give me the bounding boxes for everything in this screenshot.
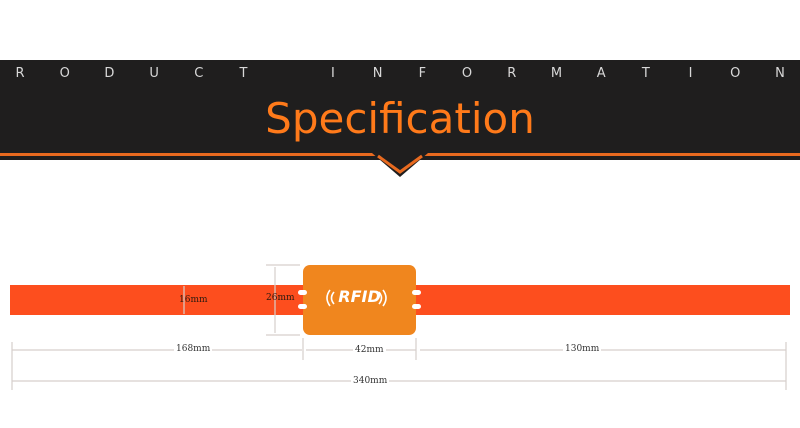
banner-letter: O bbox=[730, 66, 741, 81]
banner-letter: R bbox=[507, 66, 517, 81]
rfid-chip-housing bbox=[303, 265, 416, 335]
banner-letter: T bbox=[239, 66, 248, 81]
dimension-lines bbox=[11, 264, 787, 390]
banner-letter: D bbox=[104, 66, 115, 81]
banner-letter: F bbox=[418, 66, 427, 81]
banner-letter: M bbox=[550, 66, 563, 81]
banner-letter: R bbox=[15, 66, 25, 81]
page-title: Specification bbox=[265, 94, 535, 143]
banner-letter: I bbox=[688, 66, 693, 81]
chip-slot bbox=[298, 304, 307, 309]
banner-letter: N bbox=[775, 66, 785, 81]
chip-slot bbox=[412, 304, 421, 309]
chip-slot bbox=[412, 290, 421, 295]
banner-letter: A bbox=[596, 66, 606, 81]
banner-letter-row: R O D U C T I N F O R M A T I O N bbox=[0, 66, 800, 84]
total-length-label: 340mm bbox=[351, 376, 390, 387]
banner-letter: O bbox=[59, 66, 70, 81]
banner-letter: T bbox=[641, 66, 650, 81]
strap-width-label: 16mm bbox=[179, 295, 208, 305]
banner-letter: N bbox=[372, 66, 383, 81]
banner-notch bbox=[372, 153, 428, 177]
banner-letter: U bbox=[149, 66, 159, 81]
banner-letter: I bbox=[331, 66, 335, 81]
chip-height-label: 26mm bbox=[266, 293, 295, 303]
banner-letter: C bbox=[194, 66, 204, 81]
banner-letter: O bbox=[461, 66, 473, 81]
right-length-label: 130mm bbox=[563, 344, 602, 355]
rfid-chip-label: RFID bbox=[338, 287, 381, 306]
rfid-wave-icon bbox=[326, 289, 387, 307]
left-length-label: 168mm bbox=[174, 344, 213, 355]
chip-slot bbox=[298, 290, 307, 295]
product-information-banner: R O D U C T I N F O R M A T I O N Specif… bbox=[0, 60, 800, 160]
chip-width-label: 42mm bbox=[353, 345, 386, 356]
